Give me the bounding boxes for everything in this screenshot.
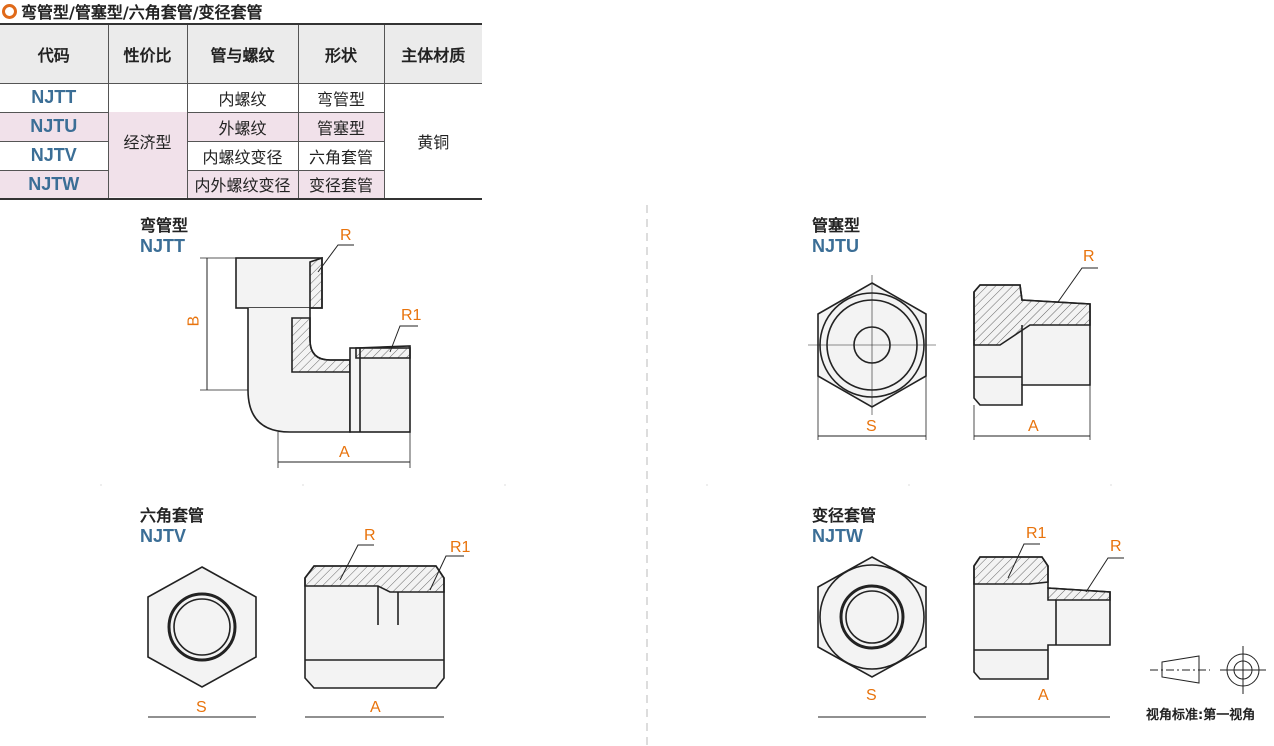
value-cell: 经济型: [108, 83, 188, 200]
reducer-drawing: [817, 543, 1124, 718]
section-title: 弯管型/管塞型/六角套管/变径套管: [2, 0, 263, 22]
table-header: 代码 性价比 管与螺纹 形状 主体材质: [0, 24, 482, 84]
table-row: NJTT 经济型 内螺纹 弯管型 黄铜: [0, 83, 482, 200]
plug-drawing: [808, 267, 1098, 440]
shape-cell: 管塞型: [298, 112, 385, 142]
header-shape: 形状: [298, 24, 385, 84]
dim-label: A: [370, 699, 381, 716]
header-thread: 管与螺纹: [187, 24, 299, 84]
header-material: 主体材质: [384, 24, 482, 84]
header-code: 代码: [0, 24, 109, 84]
dim-label: S: [866, 418, 877, 435]
drawing-name: 管塞型: [812, 216, 861, 235]
circle-bullet-icon: [2, 3, 17, 19]
header-value: 性价比: [108, 24, 188, 84]
thread-cell: 内螺纹: [187, 83, 299, 113]
dim-label: S: [866, 687, 877, 704]
dim-label: R1: [1026, 525, 1047, 542]
dim-label: A: [339, 444, 350, 461]
dim-label: R: [1083, 248, 1095, 265]
code-cell[interactable]: NJTV: [0, 141, 109, 171]
hex-socket-drawing: [147, 544, 464, 718]
shape-cell: 六角套管: [298, 141, 385, 171]
drawing-code: NJTT: [140, 236, 185, 256]
view-standard-label: 视角标准:第一视角: [1146, 708, 1256, 723]
drawing-code: NJTV: [140, 526, 187, 546]
title-text: 弯管型/管塞型/六角套管/变径套管: [21, 3, 263, 22]
thread-cell: 内螺纹变径: [187, 141, 299, 171]
dim-label: S: [196, 699, 207, 716]
dim-label: A: [1038, 687, 1049, 704]
material-cell: 黄铜: [384, 83, 482, 200]
dim-label: R1: [450, 539, 471, 556]
thread-cell: 外螺纹: [187, 112, 299, 142]
dim-label: B: [185, 315, 203, 327]
thread-cell: 内外螺纹变径: [187, 170, 299, 200]
code-cell[interactable]: NJTU: [0, 112, 109, 142]
shape-cell: 变径套管: [298, 170, 385, 200]
shape-cell: 弯管型: [298, 83, 385, 113]
drawing-name: 弯管型: [140, 216, 189, 235]
first-angle-projection-icon: [1150, 646, 1266, 694]
dim-label: R: [1110, 538, 1122, 555]
drawing-name: 六角套管: [140, 506, 205, 525]
dim-label: R: [340, 227, 352, 244]
drawing-code: NJTW: [812, 526, 863, 546]
dim-label: R1: [401, 307, 422, 324]
elbow-drawing: [200, 244, 418, 468]
drawing-name: 变径套管: [812, 506, 877, 525]
code-cell[interactable]: NJTT: [0, 83, 109, 113]
dim-label: R: [364, 527, 376, 544]
spec-table: 代码 性价比 管与螺纹 形状 主体材质 NJTT 经济型 内螺纹 弯管型 黄铜 …: [0, 23, 482, 200]
drawing-code: NJTU: [812, 236, 860, 256]
table-row: NJTV 内螺纹变径 六角套管: [0, 141, 482, 171]
dim-label: A: [1028, 418, 1039, 435]
code-cell[interactable]: NJTW: [0, 170, 109, 200]
